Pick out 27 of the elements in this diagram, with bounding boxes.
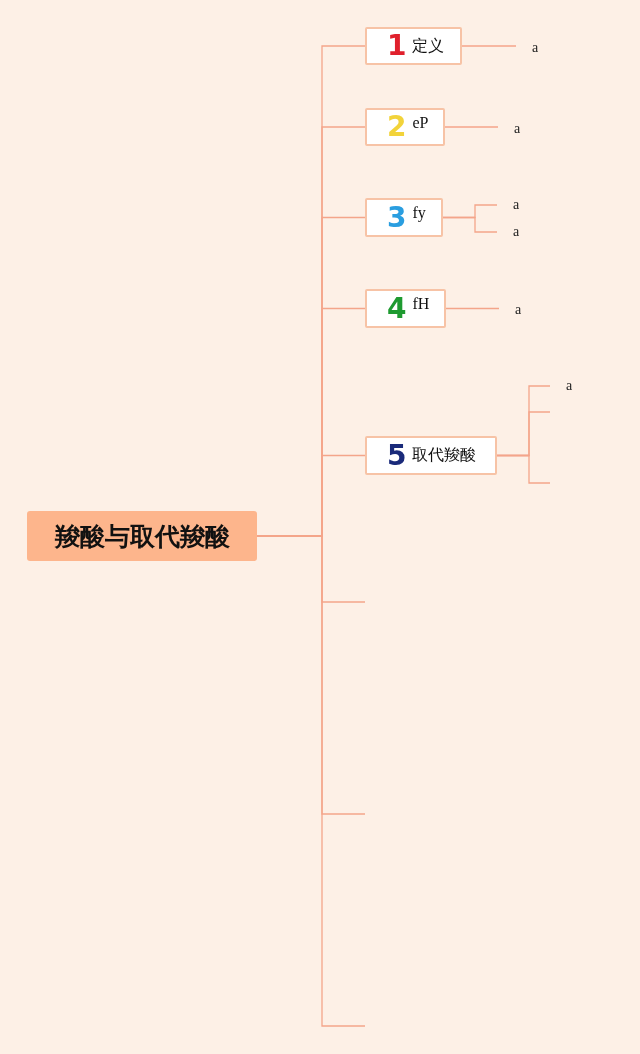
number-digit: 3 xyxy=(387,202,407,233)
number-digit: 1 xyxy=(387,31,407,61)
connector-line xyxy=(496,454,551,484)
leaf-text: a xyxy=(498,117,521,141)
connector-line xyxy=(445,307,500,310)
leaf-text: a xyxy=(499,298,522,322)
branch-label: 取代羧酸 xyxy=(412,445,477,466)
branch-label: fH xyxy=(412,295,430,313)
branch-label: fy xyxy=(412,204,426,222)
connector-line xyxy=(442,216,498,233)
branch-label: 定义 xyxy=(412,35,445,57)
number-digit: 5 xyxy=(387,440,407,471)
leaf-text: a xyxy=(516,36,539,60)
root-box: 羧酸与取代羧酸 xyxy=(27,511,257,561)
connector-line xyxy=(444,126,499,128)
number-digit: 2 xyxy=(387,112,407,142)
leaf-text: a xyxy=(550,374,573,398)
branch-box xyxy=(365,289,446,328)
leaf-text: a xyxy=(497,193,520,217)
branch-box xyxy=(365,108,445,146)
branch-box xyxy=(365,198,443,237)
number-digit: 4 xyxy=(387,293,407,324)
branch-box xyxy=(365,436,497,475)
branch-box xyxy=(365,27,462,65)
connector-line xyxy=(461,45,517,47)
leaf-text: a xyxy=(497,220,520,244)
branch-label: eP xyxy=(412,114,429,132)
